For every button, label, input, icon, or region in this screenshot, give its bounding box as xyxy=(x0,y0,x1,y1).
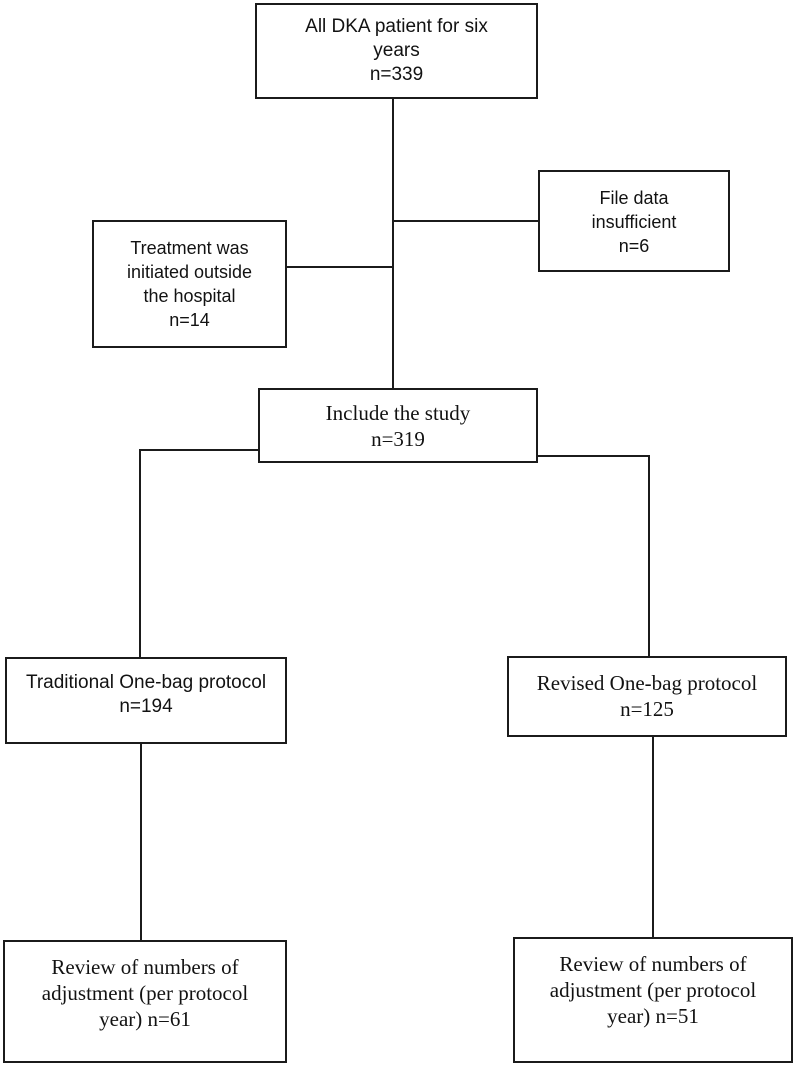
connector-revised-to-review xyxy=(652,737,654,938)
node-label: Treatment was xyxy=(130,238,249,258)
connector-to-file-insufficient xyxy=(393,220,538,222)
node-count: n=6 xyxy=(618,236,650,256)
node-label: Revised One-bag protocol xyxy=(536,671,758,695)
node-review-adjustment-traditional: Review of numbers of adjustment (per pro… xyxy=(3,940,287,1063)
connector-traditional-to-review xyxy=(140,743,142,941)
node-count: n=125 xyxy=(620,697,674,721)
node-revised-one-bag: Revised One-bag protocol n=125 xyxy=(507,656,787,737)
node-label: the hospital xyxy=(143,286,236,306)
node-label: adjustment (per protocol xyxy=(41,981,249,1005)
node-traditional-one-bag: Traditional One-bag protocol n=194 xyxy=(5,657,287,744)
connector-include-left-horizontal xyxy=(139,449,260,451)
node-label: adjustment (per protocol xyxy=(549,978,757,1002)
node-label: years xyxy=(373,40,420,61)
node-all-dka-patients: All DKA patient for six years n=339 xyxy=(255,3,538,99)
node-count: n=319 xyxy=(371,426,425,451)
node-include-the-study: Include the study n=319 xyxy=(258,388,538,463)
node-file-data-insufficient: File data insufficient n=6 xyxy=(538,170,730,272)
node-label: Traditional One-bag protocol xyxy=(25,672,267,693)
connector-include-to-traditional xyxy=(139,449,141,658)
node-treatment-outside-hospital: Treatment was initiated outside the hosp… xyxy=(92,220,287,348)
node-label: initiated outside xyxy=(126,262,253,282)
connector-include-to-revised xyxy=(648,455,650,657)
node-count: n=194 xyxy=(119,696,173,717)
node-label: File data xyxy=(599,188,669,208)
connector-top-to-include xyxy=(392,99,394,389)
node-label: Review of numbers of xyxy=(559,952,747,976)
connector-include-right-horizontal xyxy=(536,455,650,457)
node-count: n=14 xyxy=(169,310,210,330)
node-count: n=339 xyxy=(369,64,424,85)
node-label: Review of numbers of xyxy=(51,955,239,979)
node-label: Include the study xyxy=(325,400,471,425)
connector-to-treatment-outside xyxy=(287,266,393,268)
node-count: year) n=61 xyxy=(99,1007,191,1031)
node-count: year) n=51 xyxy=(607,1004,699,1028)
node-label: insufficient xyxy=(591,212,677,232)
node-label: All DKA patient for six xyxy=(305,16,488,37)
node-review-adjustment-revised: Review of numbers of adjustment (per pro… xyxy=(513,937,793,1063)
